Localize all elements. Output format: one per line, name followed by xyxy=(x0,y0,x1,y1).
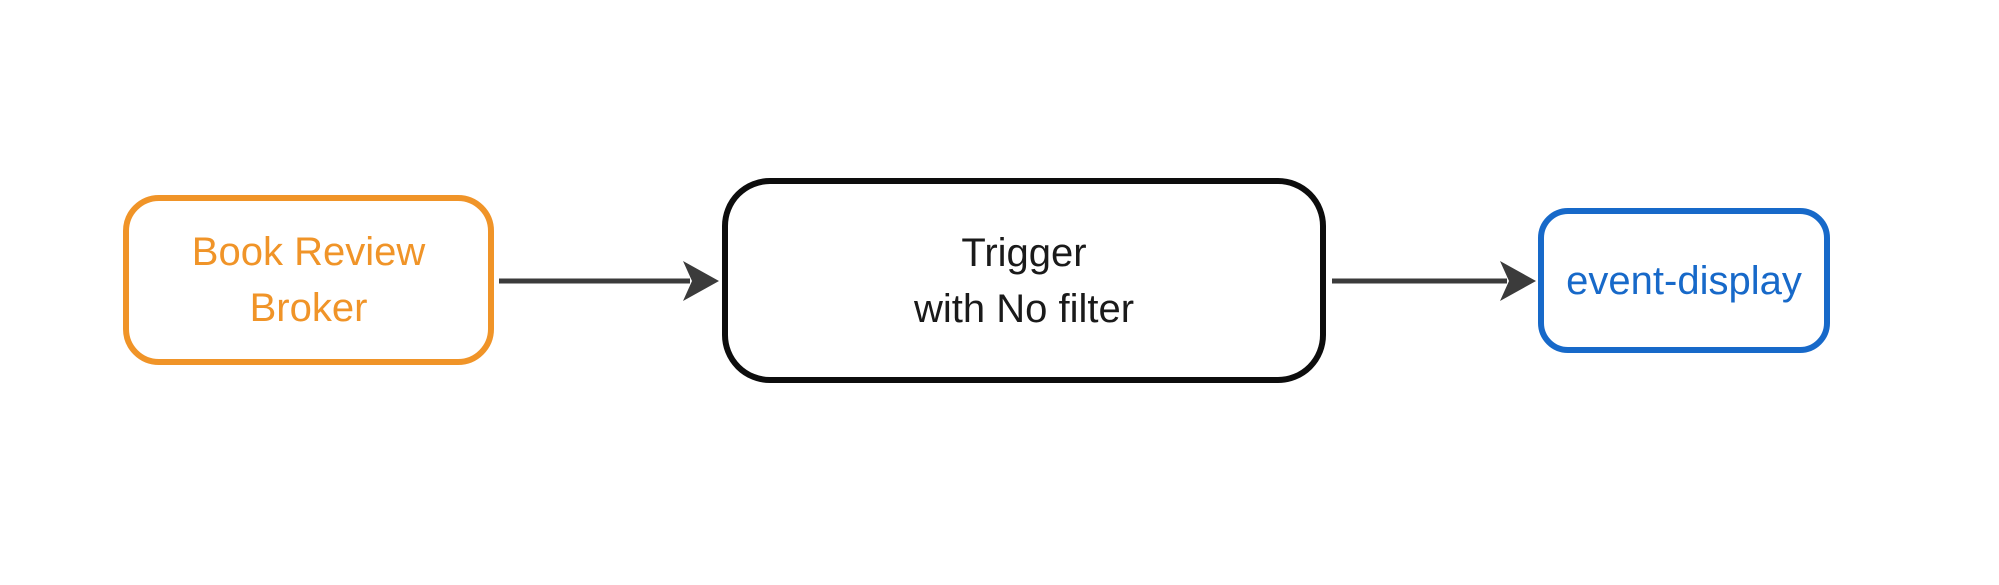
node-label-line: event-display xyxy=(1566,258,1802,303)
arrowhead-icon xyxy=(683,261,719,301)
node-label-line: Book Review xyxy=(191,230,426,274)
node-label-line: Broker xyxy=(249,286,368,330)
edge-broker-to-trigger xyxy=(499,261,719,301)
node-trigger-with-no-filter: Trigger with No filter xyxy=(722,178,1326,383)
arrowhead-icon xyxy=(1500,261,1536,301)
edge-trigger-to-event-display xyxy=(1332,261,1536,301)
node-book-review-broker: Book Review Broker xyxy=(123,195,494,365)
node-label-line: with No filter xyxy=(913,286,1135,331)
node-label-line: Trigger xyxy=(961,230,1087,275)
node-event-display: event-display xyxy=(1538,208,1830,353)
